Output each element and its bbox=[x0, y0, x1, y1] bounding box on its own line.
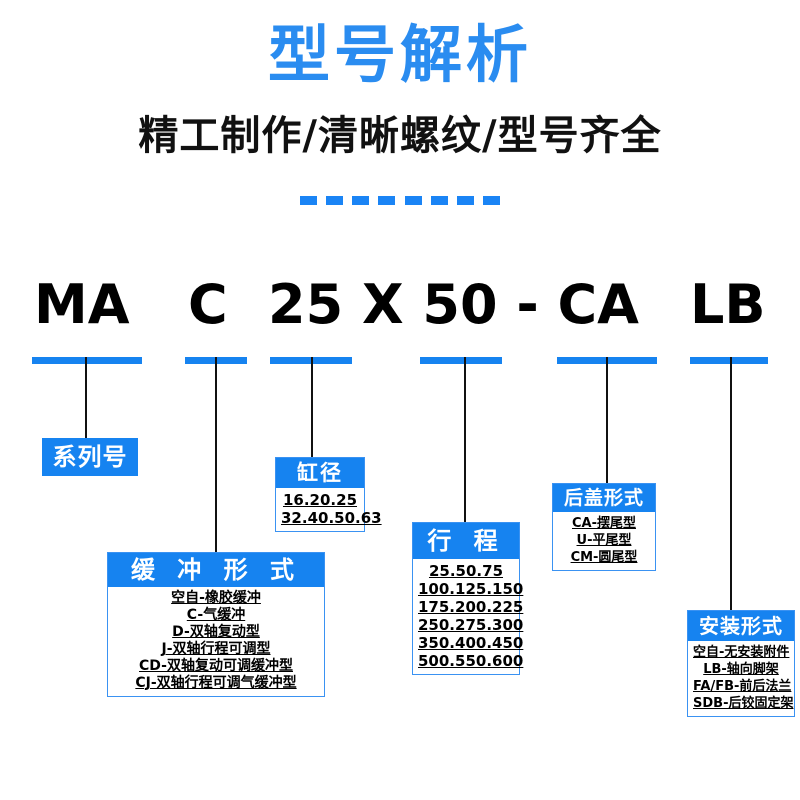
callout-item: SDB-后铰固定架 bbox=[693, 696, 794, 711]
model-code-token: MA bbox=[34, 273, 130, 336]
page-title: 型号解析 bbox=[267, 18, 532, 91]
callout-item: 350.400.450 bbox=[418, 634, 524, 652]
callout-items-mounting: 空自-无安装附件 LB-轴向脚架 FA/FB-前后法兰 SDB-后铰固定架 bbox=[688, 641, 794, 716]
callout-item: 100.125.150 bbox=[418, 580, 524, 598]
callout-connector-line bbox=[215, 357, 217, 552]
callout-item: CM-圆尾型 bbox=[570, 550, 638, 565]
callout-item: J-双轴行程可调型 bbox=[161, 641, 271, 657]
model-code-token: LB bbox=[690, 273, 766, 336]
callout-item: CA-摆尾型 bbox=[572, 516, 636, 531]
callout-connector-line bbox=[464, 357, 466, 522]
callout-item: 25.50.75 bbox=[428, 562, 504, 580]
divider-dash bbox=[300, 196, 317, 205]
divider-dash bbox=[482, 196, 500, 205]
dashed-divider bbox=[300, 196, 500, 205]
callout-connector-line bbox=[730, 357, 732, 610]
callout-title-cushion: 缓 冲 形 式 bbox=[108, 553, 324, 587]
model-segment-underline bbox=[690, 357, 768, 364]
callout-item: D-双轴复动型 bbox=[172, 624, 260, 640]
callout-item: 500.550.600 bbox=[418, 652, 524, 670]
callout-connector-line bbox=[606, 357, 608, 483]
callout-item: LB-轴向脚架 bbox=[703, 662, 779, 677]
callout-title-rear-cover: 后盖形式 bbox=[553, 484, 655, 512]
callout-title-stroke: 行 程 bbox=[413, 523, 519, 559]
callout-item: 250.275.300 bbox=[418, 616, 524, 634]
callout-title-bore: 缸径 bbox=[276, 458, 364, 488]
callout-item: CD-双轴复动可调缓冲型 bbox=[139, 658, 293, 674]
callout-box-rear-cover[interactable]: 后盖形式 CA-摆尾型 U-平尾型 CM-圆尾型 bbox=[552, 483, 656, 571]
model-code-token: 25 X 50 - CA bbox=[268, 273, 639, 336]
callout-item: FA/FB-前后法兰 bbox=[693, 679, 792, 694]
callout-item: 空自-橡胶缓冲 bbox=[171, 590, 261, 606]
callout-connector-line bbox=[85, 357, 87, 438]
callout-title-mounting: 安装形式 bbox=[688, 611, 794, 641]
page-subtitle: 精工制作/清晰螺纹/型号齐全 bbox=[138, 112, 662, 159]
divider-dash bbox=[378, 196, 396, 205]
callout-items-rear-cover: CA-摆尾型 U-平尾型 CM-圆尾型 bbox=[553, 512, 655, 570]
model-segment-underline bbox=[420, 357, 502, 364]
model-code-row: MA C 25 X 50 - CA LB bbox=[0, 276, 800, 336]
divider-dash bbox=[404, 196, 422, 205]
callout-item: CJ-双轴行程可调气缓冲型 bbox=[135, 675, 297, 691]
callout-box-mounting[interactable]: 安装形式 空自-无安装附件 LB-轴向脚架 FA/FB-前后法兰 SDB-后铰固定架 bbox=[687, 610, 795, 717]
model-code-token: C bbox=[188, 273, 228, 336]
callout-item: 空自-无安装附件 bbox=[693, 645, 790, 660]
callout-item: C-气缓冲 bbox=[186, 607, 246, 623]
divider-dash bbox=[352, 196, 370, 205]
callout-connector-line bbox=[311, 357, 313, 457]
divider-dash bbox=[456, 196, 474, 205]
divider-dash bbox=[326, 196, 344, 205]
callout-title-series: 系列号 bbox=[42, 438, 138, 476]
callout-box-series[interactable]: 系列号 bbox=[42, 438, 138, 476]
divider-dash bbox=[430, 196, 448, 205]
callout-item: 16.20.25 bbox=[282, 491, 358, 509]
callout-item: 175.200.225 bbox=[418, 598, 524, 616]
callout-item: 32.40.50.63 bbox=[281, 509, 382, 527]
model-segment-underline bbox=[32, 357, 142, 364]
callout-item: U-平尾型 bbox=[576, 533, 632, 548]
